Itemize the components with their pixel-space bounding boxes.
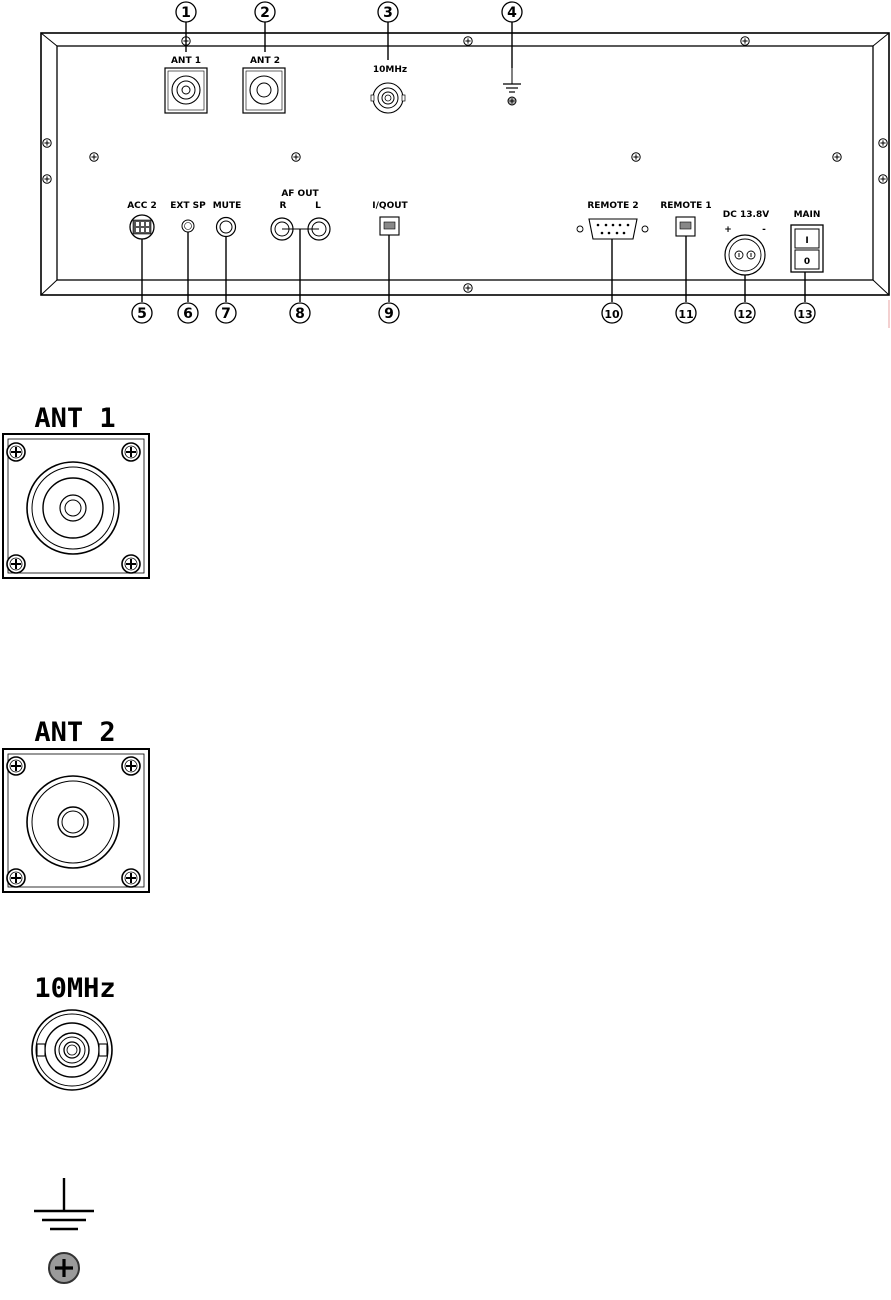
svg-text:11: 11 — [678, 308, 693, 321]
extsp-label: EXT SP — [170, 201, 206, 211]
acc2-label: ACC 2 — [127, 201, 157, 211]
callout-5: 5 — [132, 303, 152, 323]
ref10-detail-title: 10MHz — [34, 973, 115, 1004]
callout-4: 4 — [502, 2, 522, 22]
acc2-connector: ACC 2 — [127, 201, 157, 239]
callout-12: 12 — [735, 303, 755, 323]
remote1-label: REMOTE 1 — [660, 201, 711, 211]
dc-minus-label: - — [762, 225, 766, 235]
dc-label: DC 13.8V — [723, 210, 769, 220]
callout-9: 9 — [379, 303, 399, 323]
ant1-detail: ANT 1 — [3, 403, 149, 578]
svg-text:8: 8 — [295, 306, 305, 322]
ant1-connector: ANT 1 — [165, 56, 207, 113]
mute-label: MUTE — [213, 201, 242, 211]
svg-text:9: 9 — [384, 306, 394, 322]
dc-plus-label: + — [724, 225, 732, 235]
ant1-detail-title: ANT 1 — [34, 403, 115, 434]
svg-text:13: 13 — [797, 308, 812, 321]
ant2-label: ANT 2 — [250, 56, 280, 66]
callout-1: 1 — [176, 2, 196, 22]
svg-text:4: 4 — [507, 5, 517, 21]
main-power-switch: MAIN I 0 — [791, 210, 823, 272]
main-label: MAIN — [794, 210, 821, 220]
ant2-detail-title: ANT 2 — [34, 717, 115, 748]
callout-13: 13 — [795, 303, 815, 323]
main-off-label: 0 — [804, 257, 810, 267]
ground-detail — [34, 1178, 94, 1283]
ref10-label: 10MHz — [373, 65, 407, 75]
remote2-label: REMOTE 2 — [587, 201, 638, 211]
callout-11: 11 — [676, 303, 696, 323]
svg-text:10: 10 — [604, 308, 620, 321]
main-on-label: I — [805, 236, 808, 246]
svg-text:5: 5 — [137, 306, 147, 322]
callout-8: 8 — [290, 303, 310, 323]
callout-7: 7 — [216, 303, 236, 323]
ref10-detail: 10MHz — [32, 973, 116, 1090]
iqout-label: I/QOUT — [372, 201, 408, 211]
svg-text:1: 1 — [181, 5, 191, 21]
afout-l-label: L — [315, 201, 321, 211]
svg-text:6: 6 — [183, 306, 193, 322]
callout-6: 6 — [178, 303, 198, 323]
ant2-connector: ANT 2 — [243, 56, 285, 113]
afout-label: AF OUT — [281, 189, 319, 199]
ant1-label: ANT 1 — [171, 56, 201, 66]
callout-10: 10 — [602, 303, 622, 323]
callout-3: 3 — [378, 2, 398, 22]
svg-text:3: 3 — [383, 5, 393, 21]
ant2-detail: ANT 2 — [3, 717, 149, 892]
afout-r-label: R — [280, 201, 287, 211]
svg-text:7: 7 — [221, 306, 231, 322]
callout-2: 2 — [255, 2, 275, 22]
svg-text:2: 2 — [260, 5, 270, 21]
svg-text:12: 12 — [737, 308, 752, 321]
